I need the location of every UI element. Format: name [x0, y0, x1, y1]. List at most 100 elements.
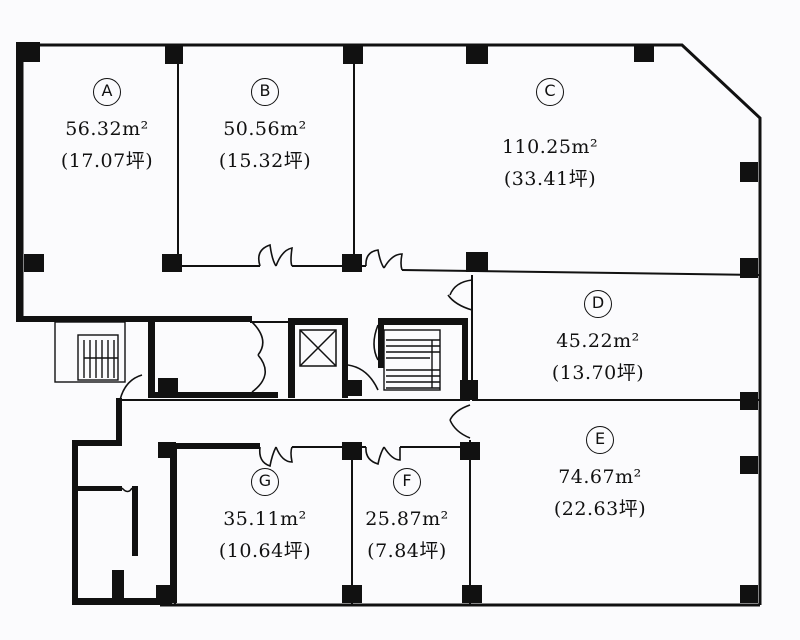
wall-thick-west — [16, 42, 23, 322]
wall-thick-gtop — [160, 443, 260, 449]
column — [460, 380, 478, 400]
column — [634, 44, 654, 62]
wall-c-bottom — [401, 269, 761, 276]
room-letter: E — [586, 426, 614, 454]
area-unit: m² — [422, 508, 449, 530]
column — [740, 585, 758, 603]
area-unit: m² — [613, 330, 640, 352]
room-letter: G — [251, 468, 279, 496]
wall-thick-stair2 — [462, 318, 468, 398]
room-area: 45.22 — [556, 330, 614, 352]
door-e2 — [449, 419, 471, 439]
column — [156, 585, 176, 603]
door-util2 — [251, 354, 266, 393]
area-unit: m² — [615, 466, 642, 488]
room-label-b: B 50.56m² (15.32坪) — [200, 78, 330, 173]
wall-thick-stair — [378, 318, 468, 325]
room-label-d: D 45.22m² (13.70坪) — [528, 290, 668, 385]
room-label-a: A 56.32m² (17.07坪) — [42, 78, 172, 173]
wall-thick-elev — [288, 318, 295, 398]
door-d2 — [447, 294, 473, 311]
elevator — [299, 329, 337, 367]
room-area: 74.67 — [558, 466, 616, 488]
door-g1 — [258, 446, 277, 468]
wall-thick-south-a — [72, 440, 78, 605]
door-c2 — [383, 253, 403, 271]
room-area: 110.25 — [501, 136, 572, 158]
wall-thick-south-c — [72, 440, 120, 446]
room-area: 35.11 — [223, 508, 281, 530]
room-letter: A — [93, 78, 121, 106]
area-unit: m² — [571, 136, 599, 158]
room-tsubo: (15.32坪) — [218, 150, 312, 172]
room-letter: B — [251, 78, 279, 106]
room-tsubo: (10.64坪) — [218, 540, 312, 562]
column — [18, 42, 40, 62]
door-stair1 — [347, 364, 379, 391]
column — [342, 254, 362, 272]
door-corr — [119, 374, 143, 401]
column — [24, 254, 44, 272]
room-letter: C — [536, 78, 564, 106]
door-a — [257, 243, 277, 267]
wall-inner-1 — [78, 486, 122, 491]
room-label-e: E 74.67m² (22.63坪) — [525, 426, 675, 521]
room-label-f: F 25.87m² (7.84坪) — [342, 468, 472, 563]
room-tsubo: (13.70坪) — [551, 362, 645, 384]
wall-thick-utility2 — [148, 392, 278, 398]
column — [342, 442, 362, 460]
door-inner — [121, 487, 133, 493]
column — [162, 254, 182, 272]
room-label-g: G 35.11m² (10.64坪) — [195, 468, 335, 563]
door-f2 — [383, 446, 401, 461]
wall-thick-stair3 — [378, 318, 384, 368]
wall-thick-south-d — [116, 398, 122, 446]
area-unit: m² — [122, 118, 149, 140]
door-util1 — [251, 321, 264, 356]
door-b — [275, 246, 293, 267]
door-f1 — [365, 446, 385, 466]
room-area: 50.56 — [223, 118, 281, 140]
room-tsubo: (22.63坪) — [553, 498, 647, 520]
column — [466, 252, 488, 272]
column — [740, 162, 758, 182]
room-letter: F — [393, 468, 421, 496]
wall-inner-3 — [112, 570, 124, 600]
column — [460, 442, 480, 460]
door-c1 — [365, 249, 385, 269]
door-e1 — [449, 404, 471, 421]
door-d1 — [449, 279, 473, 296]
column — [165, 44, 183, 64]
room-letter: D — [584, 290, 612, 318]
column — [343, 44, 363, 64]
wall-thick-g — [170, 443, 177, 603]
column — [158, 378, 178, 394]
column — [740, 456, 758, 474]
column — [740, 392, 758, 410]
door-g2 — [275, 446, 293, 463]
column — [466, 44, 488, 64]
area-unit: m² — [280, 118, 307, 140]
wall-thick-elev3 — [342, 318, 348, 398]
room-tsubo: (33.41坪) — [503, 168, 597, 190]
wall-thick-south-b — [72, 598, 172, 605]
room-tsubo: (17.07坪) — [60, 150, 154, 172]
wall-thick-utility — [148, 318, 155, 398]
room-area: 25.87 — [365, 508, 423, 530]
column — [740, 258, 758, 278]
stairs-left-box — [54, 321, 126, 383]
room-label-c: C 110.25m² (33.41坪) — [475, 78, 625, 191]
room-area: 56.32 — [65, 118, 123, 140]
stairs-right-box — [383, 329, 441, 391]
column — [158, 442, 176, 458]
wall-thick-corridor — [16, 316, 252, 322]
column — [462, 585, 482, 603]
wall-thick-elev2 — [288, 318, 348, 325]
room-tsubo: (7.84坪) — [367, 540, 447, 562]
wall-inner-2 — [132, 486, 138, 556]
door-stair2 — [373, 324, 379, 361]
column — [342, 380, 362, 396]
column — [342, 585, 362, 603]
area-unit: m² — [280, 508, 307, 530]
